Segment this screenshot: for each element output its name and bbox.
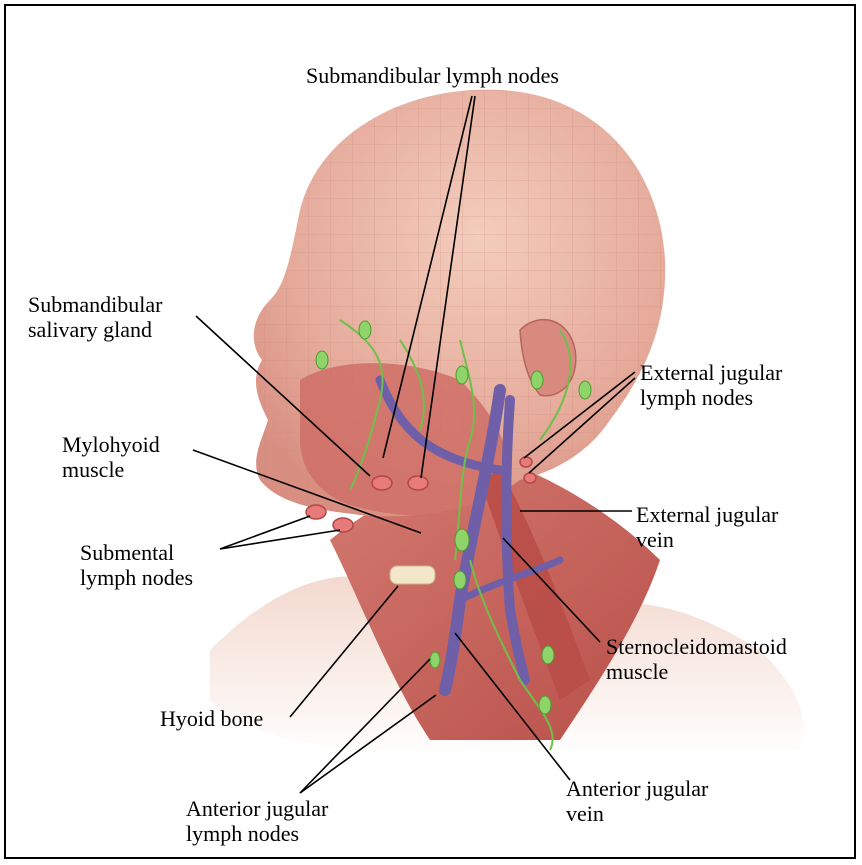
label-anterior-jugular-lymph-nodes: Anterior jugular lymph nodes	[186, 796, 328, 846]
label-anterior-jugular-vein: Anterior jugular vein	[566, 776, 708, 826]
hyoid-bone-shape	[390, 566, 435, 584]
label-submandibular-salivary-gland: Submandibular salivary gland	[28, 292, 162, 342]
label-mylohyoid-muscle: Mylohyoid muscle	[62, 432, 160, 482]
label-submental-lymph-nodes: Submental lymph nodes	[80, 540, 193, 590]
label-submandibular-lymph-nodes: Submandibular lymph nodes	[306, 63, 559, 88]
label-sternocleidomastoid-muscle: Sternocleidomastoid muscle	[606, 634, 787, 684]
label-external-jugular-vein: External jugular vein	[636, 502, 778, 552]
label-external-jugular-lymph-nodes: External jugular lymph nodes	[640, 360, 782, 410]
label-hyoid-bone: Hyoid bone	[160, 706, 263, 731]
